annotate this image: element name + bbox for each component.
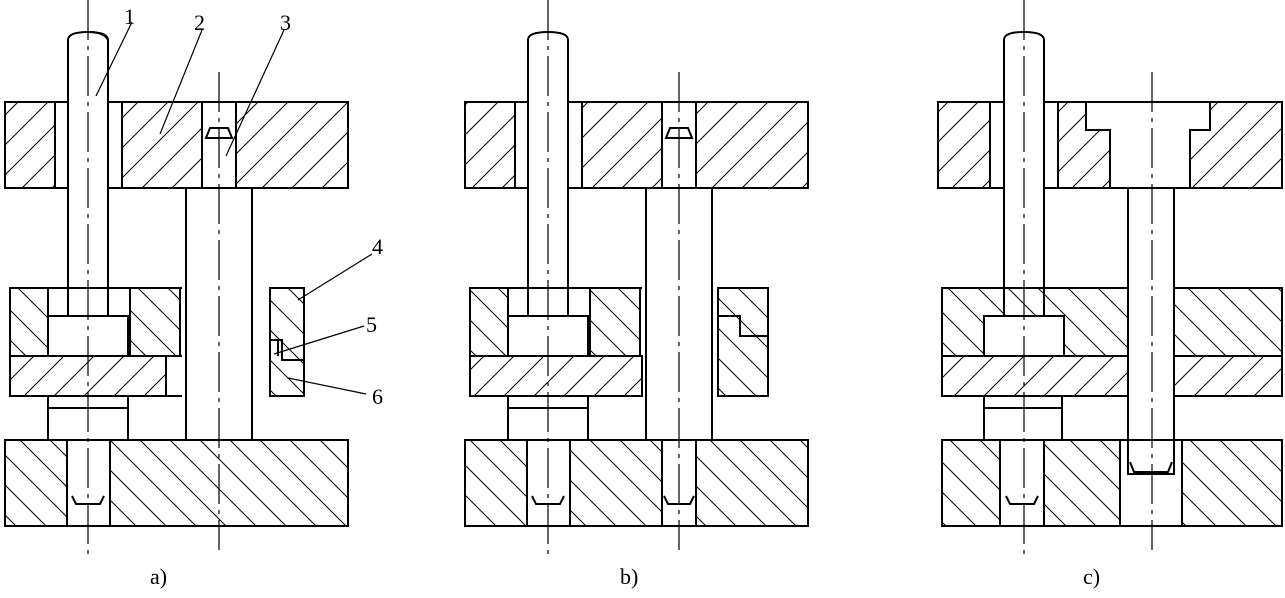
callout-5: 5 bbox=[366, 312, 377, 337]
callout-3: 3 bbox=[280, 10, 291, 35]
pillar-head-c bbox=[1085, 101, 1211, 189]
middle-plate-center-a bbox=[129, 287, 181, 357]
top-plate-mid-a bbox=[121, 101, 203, 189]
bottom-plate-right-a bbox=[109, 439, 349, 527]
caption-panel-c: c) bbox=[1083, 564, 1101, 589]
panel-a bbox=[4, 0, 373, 560]
caption-panel-a: a) bbox=[150, 564, 168, 589]
callout-1: 1 bbox=[124, 4, 135, 29]
guide-pillar-c bbox=[1127, 187, 1175, 475]
callout-4: 4 bbox=[372, 234, 383, 259]
caption-panel-b: b) bbox=[620, 564, 639, 589]
top-plate-right-b bbox=[695, 101, 809, 189]
top-plate-mid-b bbox=[581, 101, 663, 189]
callout-6: 6 bbox=[372, 384, 383, 409]
panel-c bbox=[937, 0, 1283, 560]
top-plate-left-a bbox=[4, 101, 56, 189]
bottom-plate-left-a bbox=[4, 439, 68, 527]
top-plate-left-b bbox=[464, 101, 516, 189]
callout-2: 2 bbox=[194, 10, 205, 35]
panel-b bbox=[464, 0, 809, 560]
top-plate-right-a bbox=[235, 101, 349, 189]
middle-plate-left-a bbox=[9, 287, 49, 357]
